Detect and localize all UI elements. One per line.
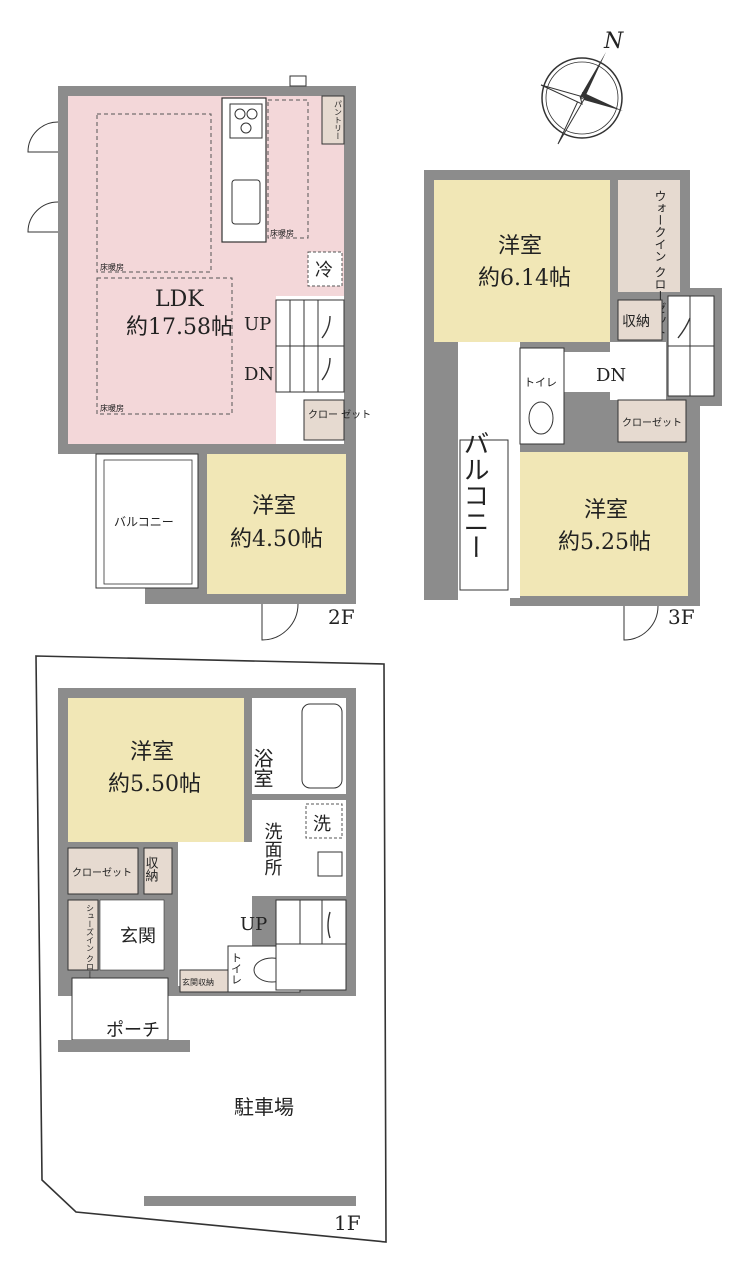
entrance bbox=[99, 899, 165, 971]
entrance-label: 玄関 bbox=[120, 926, 156, 947]
porch bbox=[71, 977, 169, 1041]
washroom-label: 洗面所 bbox=[262, 822, 283, 876]
bedroom-3f-b-size: 約5.25帖 bbox=[558, 530, 651, 555]
bedroom-1f-size: 約5.50帖 bbox=[108, 772, 201, 797]
shoes-closet-label: シューズイン クローゼット bbox=[86, 904, 95, 1003]
bedroom-3f-b-name: 洋室 bbox=[584, 498, 628, 523]
floor-heating-label-3: 床暖房 bbox=[270, 228, 294, 238]
floor-1f: 洋室 約5.50帖 浴室 洗 洗面所 クローゼット 収納 シューズイン クローゼ… bbox=[35, 655, 387, 1243]
stairs-2f[interactable] bbox=[275, 299, 345, 393]
bedroom-3f-a bbox=[434, 180, 610, 342]
floor-2f-label: 2F bbox=[328, 605, 355, 629]
balcony-3f-label: バルコニー bbox=[459, 430, 489, 560]
compass: N bbox=[540, 29, 624, 145]
closet-2f bbox=[303, 399, 345, 441]
floor-3f: 洋室 約6.14帖 ウォークイン クローゼット 収納 DN トイレ バルコニー … bbox=[424, 170, 722, 641]
storage-3f bbox=[617, 299, 663, 341]
site-boundary bbox=[35, 655, 387, 1243]
entrance-storage-label: 玄関収納 bbox=[182, 977, 214, 987]
bedroom-1f bbox=[68, 698, 244, 842]
floor-1f-label: 1F bbox=[334, 1211, 361, 1235]
fridge-label: 冷 bbox=[315, 260, 333, 281]
pantry bbox=[321, 95, 345, 145]
floor-2f: パントリー 床暖房 床暖房 床暖房 冷 UP DN クロー ゼット LDK bbox=[27, 75, 371, 641]
sink bbox=[231, 179, 261, 225]
toilet-1f-label: トイレ bbox=[230, 952, 243, 985]
stove bbox=[229, 103, 263, 139]
ldk-up-label: UP bbox=[244, 314, 271, 335]
parking-label: 駐車場 bbox=[234, 1095, 294, 1119]
bedroom-3f-a-size: 約6.14帖 bbox=[478, 266, 571, 291]
washer bbox=[305, 803, 343, 839]
walkin-closet bbox=[618, 180, 680, 292]
porch-label: ポーチ bbox=[106, 1020, 160, 1041]
stairs-1f[interactable] bbox=[275, 899, 347, 991]
bedroom-3f-b bbox=[520, 452, 688, 596]
closet-1f-label: クローゼット bbox=[72, 867, 132, 879]
fridge bbox=[307, 251, 343, 287]
bedroom-2f-name: 洋室 bbox=[252, 494, 296, 519]
bedroom-2f bbox=[207, 454, 346, 594]
storage-1f-label: 収納 bbox=[143, 856, 159, 883]
storage-1f bbox=[143, 847, 173, 895]
bedroom-1f-name: 洋室 bbox=[130, 740, 174, 765]
pantry-label: パントリー bbox=[334, 100, 343, 140]
toilet-3f-label: トイレ bbox=[524, 376, 557, 389]
ldk-dn-label: DN bbox=[244, 364, 274, 385]
closet-1f bbox=[67, 847, 139, 895]
washer-label: 洗 bbox=[313, 814, 331, 835]
closet-3f-label: クローゼット bbox=[622, 417, 682, 429]
storage-3f-label: 収納 bbox=[622, 314, 650, 330]
floor-heating-label-1: 床暖房 bbox=[100, 262, 124, 272]
ldk-size: 約17.58帖 bbox=[126, 315, 233, 340]
stairs-3f[interactable] bbox=[667, 295, 715, 397]
floor-heating-label-2: 床暖房 bbox=[100, 403, 124, 413]
up-1f-label: UP bbox=[240, 914, 267, 935]
closet-2f-label: クロー ゼット bbox=[308, 409, 371, 421]
balcony-3f bbox=[459, 439, 509, 591]
ldk-name: LDK bbox=[155, 287, 204, 312]
floor-3f-label: 3F bbox=[668, 605, 695, 629]
dn-3f-label: DN bbox=[596, 365, 626, 386]
shoes-closet bbox=[67, 899, 99, 971]
balcony-2f-label: バルコニー bbox=[114, 515, 174, 529]
closet-3f bbox=[617, 399, 687, 443]
bedroom-3f-a-name: 洋室 bbox=[498, 234, 542, 259]
bath-label: 浴室 bbox=[250, 748, 274, 788]
compass-north-label: N bbox=[603, 29, 624, 54]
bedroom-2f-size: 約4.50帖 bbox=[230, 527, 323, 552]
